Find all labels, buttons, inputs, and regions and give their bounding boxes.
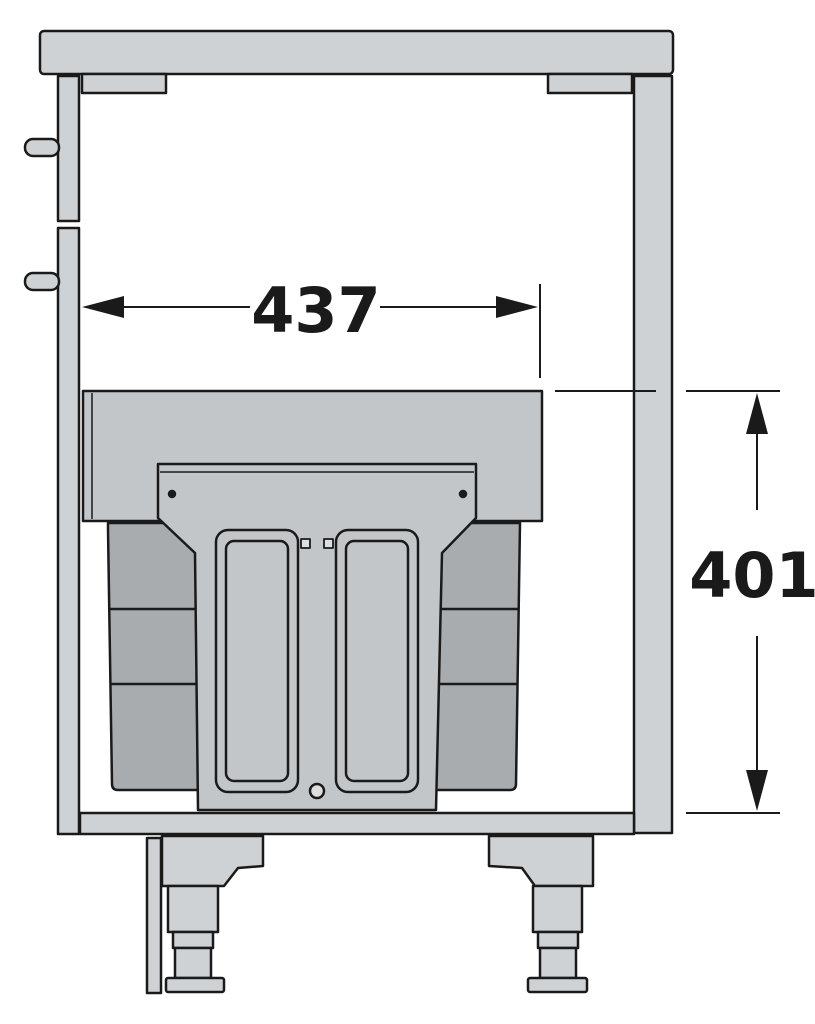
door-pins [23, 137, 61, 292]
bin-front-frame [156, 462, 478, 812]
right-side-panel [632, 74, 674, 835]
left-bin [106, 521, 200, 792]
left-handle-cutout [214, 528, 300, 794]
bottom-shelf [78, 811, 636, 836]
height-dimension [555, 390, 780, 814]
center-latches [300, 538, 334, 549]
right-handle-cutout [334, 528, 420, 794]
countertop [38, 29, 675, 76]
left-screw [167, 489, 177, 499]
left-leg [160, 834, 265, 994]
plinth-strip [145, 836, 163, 995]
left-side-panel-upper [56, 74, 81, 223]
right-leg [487, 834, 595, 994]
right-screw [458, 489, 468, 499]
width-dimension [82, 284, 541, 378]
left-side-panel-lower [56, 226, 81, 836]
release-button [308, 782, 326, 800]
width-label: 437 [251, 274, 380, 347]
top-right-bracket [546, 72, 634, 95]
top-left-bracket [80, 72, 168, 95]
right-bin [430, 521, 522, 792]
height-label: 401 [689, 539, 815, 612]
